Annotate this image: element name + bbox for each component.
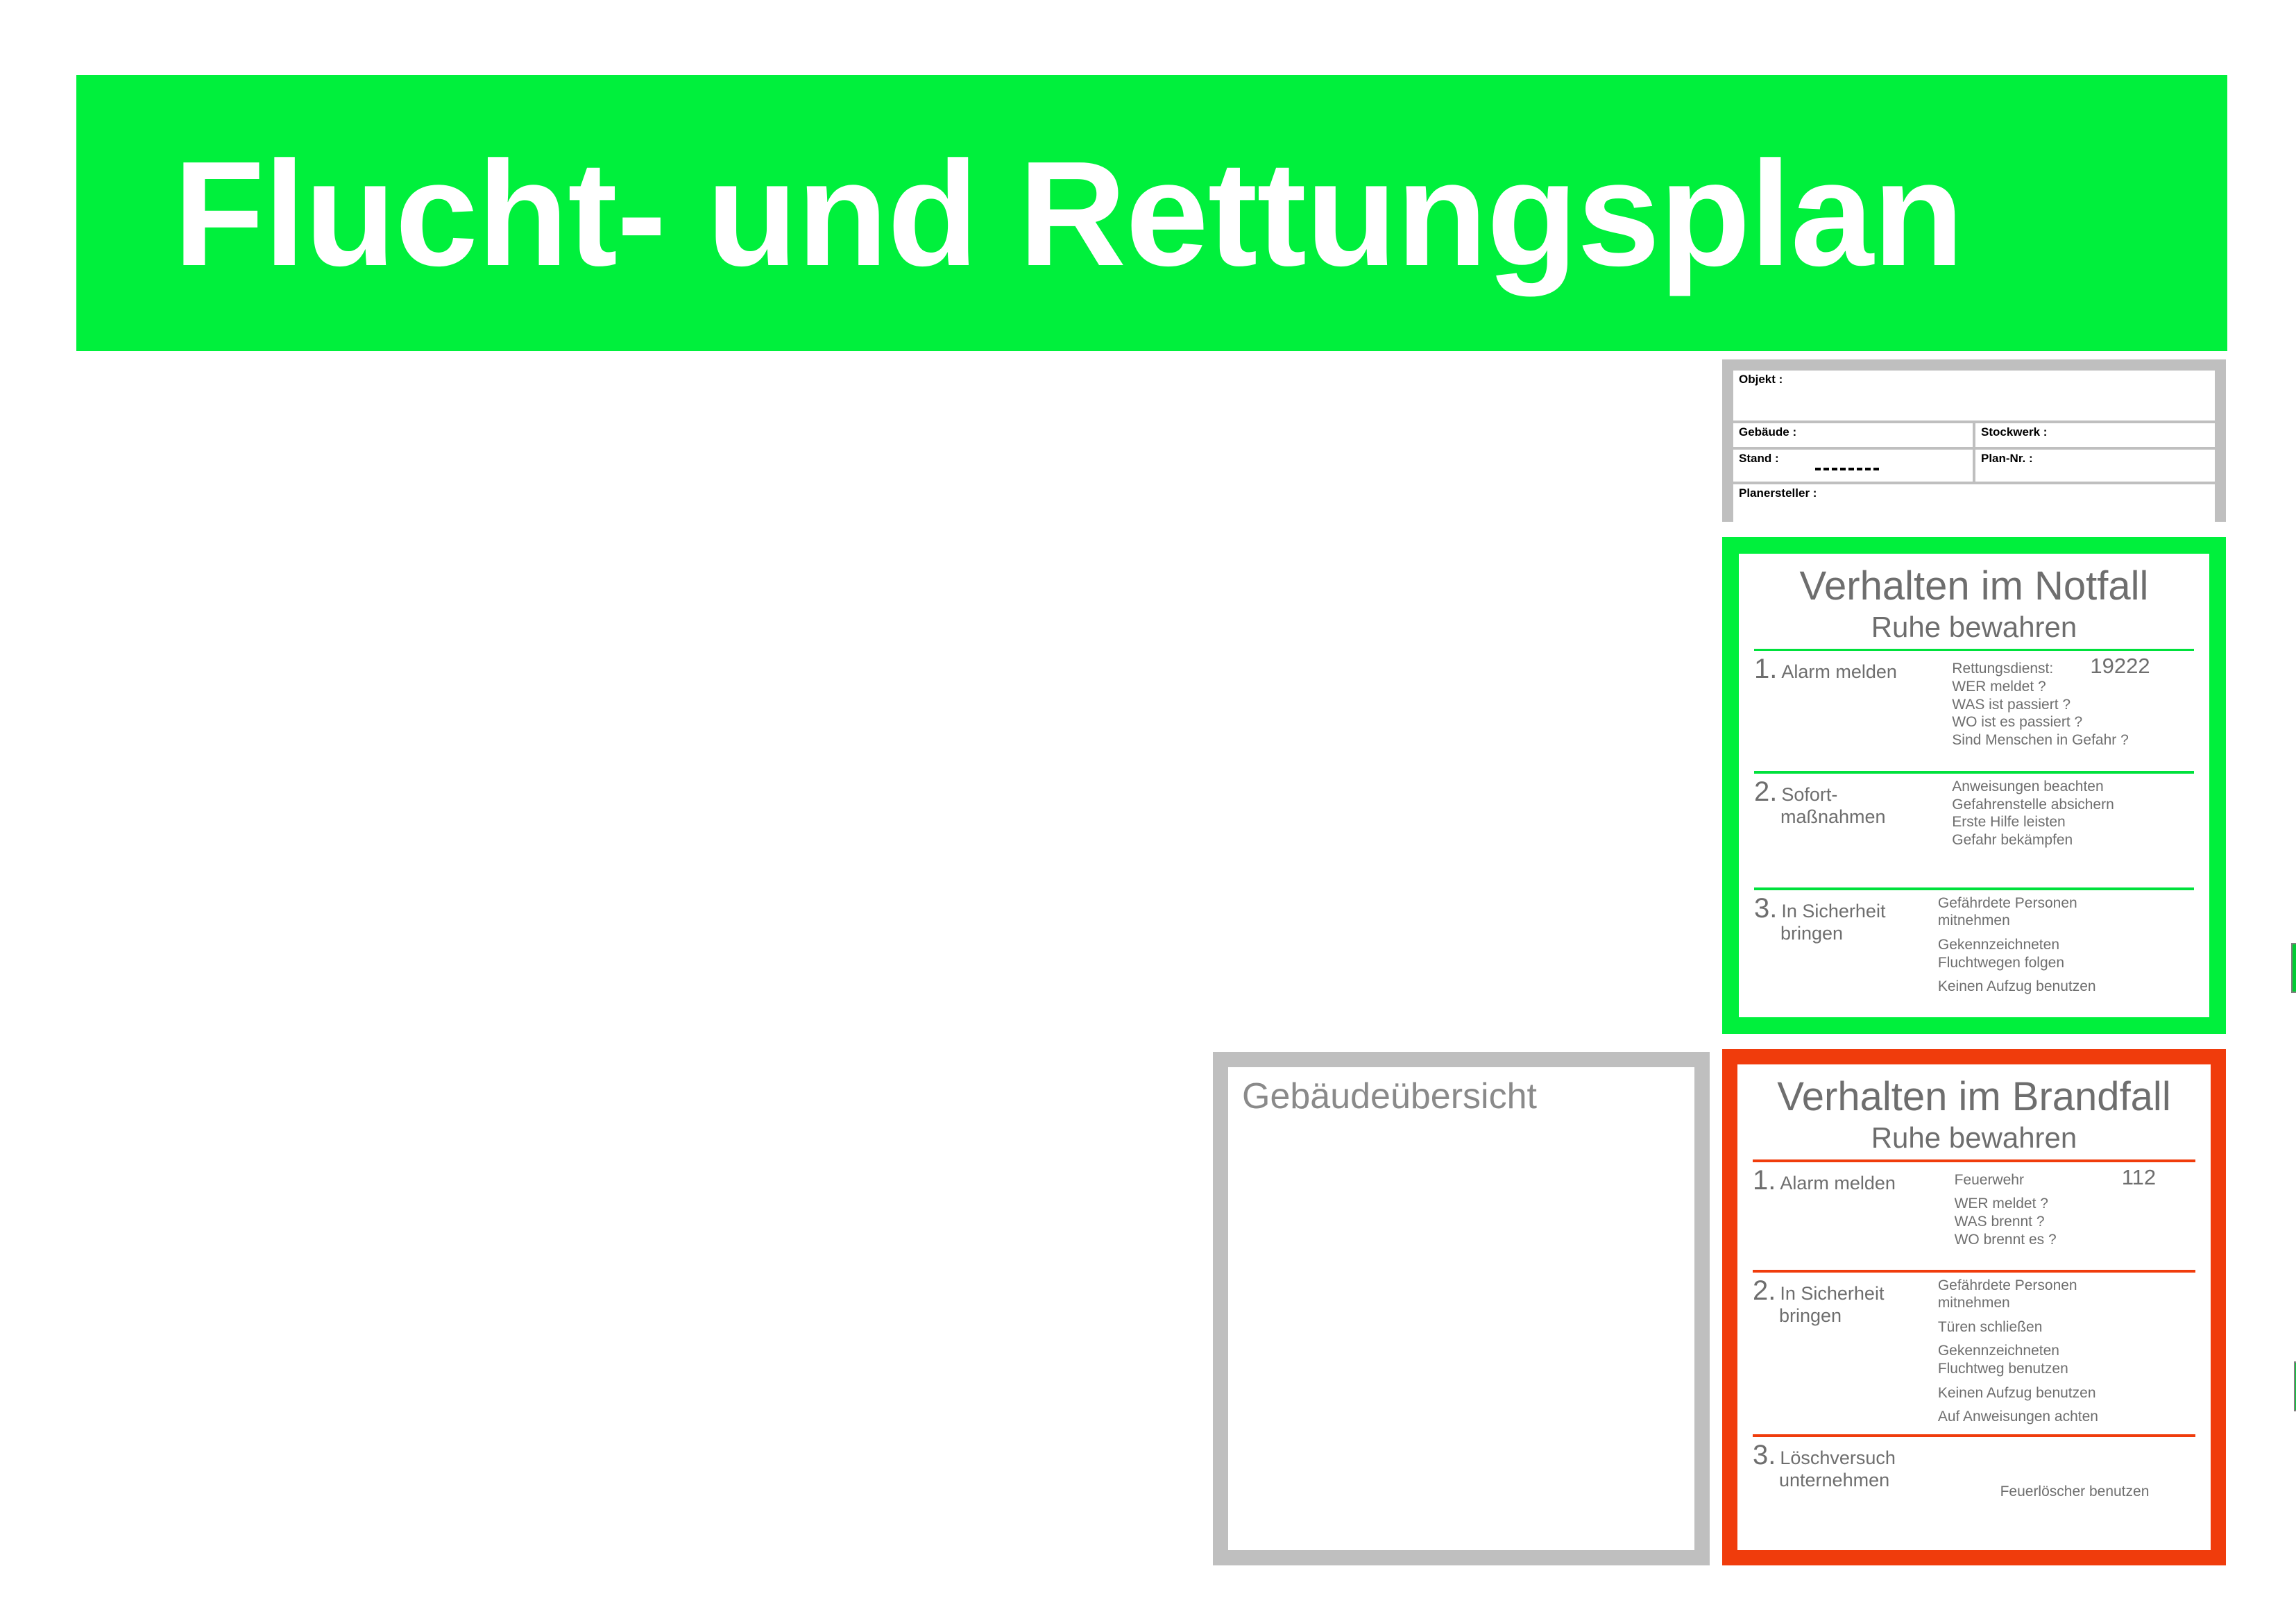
brandfall-step-1-hotline-label: Feuerwehr [1954,1171,2024,1188]
field-plan-nr[interactable]: Plan-Nr. : [1975,450,2215,482]
gebaeudeuebersicht-title: Gebäudeübersicht [1242,1076,1537,1116]
page-title-banner: Flucht- und Rettungsplan [76,75,2227,351]
notfall-step-1: 1.Alarm melden Rettungsdienst: 19222 WER… [1754,651,2194,771]
brandfall-step-1-hotline-number: 112 [2121,1164,2157,1189]
brandfall-step-1-detail-3: WO brennt es ? [1954,1231,2057,1248]
notfall-step-2: 2.Sofort- maßnahmen Anweisungen beachten… [1754,774,2194,887]
brandfall-step-1-detail-1: WER meldet ? [1954,1196,2048,1212]
field-plan-nr-label: Plan-Nr. : [1981,452,2033,465]
brandfall-step-2-detail-3: Türen schließen [1937,1318,2043,1335]
field-stand-label: Stand : [1739,452,1779,465]
notfall-step-3-detail-1: Gefährdete Personen [1937,894,2077,911]
plan-metadata-box: Objekt : Gebäude : Stockwerk : Stand : P… [1722,359,2226,530]
brandfall-step-1-number: 1. [1753,1164,1776,1196]
field-stockwerk[interactable]: Stockwerk : [1975,423,2215,447]
info-row-planersteller: Planersteller : [1733,484,2215,530]
brandfall-divider-3 [1753,1434,2195,1437]
notfall-step-2-detail-3: Erste Hilfe leisten [1952,814,2066,831]
notfall-step-1-hotline-label: Rettungsdienst: [1952,661,2054,677]
notfall-step-3-detail-2: mitnehmen [1937,912,2010,929]
notfall-step-3: 3.In Sicherheit bringen Gefährdete Perso… [1754,890,2296,1010]
brandfall-step-1-detail-2: WAS brennt ? [1954,1213,2045,1230]
notfall-step-3-number: 3. [1754,892,1778,924]
panel-verhalten-im-brandfall: Verhalten im Brandfall Ruhe bewahren 1.A… [1722,1049,2296,1565]
page-title: Flucht- und Rettungsplan [173,129,1964,297]
info-row-stand-plannr: Stand : Plan-Nr. : [1733,450,2215,482]
brandfall-step-3: 3.Löschversuch unternehmen Feuerlöscher … [1753,1437,2195,1543]
field-stand[interactable]: Stand : [1733,450,1973,482]
brandfall-step-2-detail-6: Keinen Aufzug benutzen [1937,1384,2096,1401]
notfall-step-1-hotline-number: 19222 [2090,654,2150,679]
brandfall-step-2-detail-2: mitnehmen [1937,1295,2010,1311]
notfall-subtitle: Ruhe bewahren [1871,610,2077,643]
notfall-step-2-detail-4: Gefahr bekämpfen [1952,831,2073,848]
brandfall-step-2-detail-7: Auf Anweisungen achten [1937,1409,2098,1425]
notfall-step-3-detail-3: Gekennzeichneten [1937,937,2060,953]
field-objekt[interactable]: Objekt : [1733,371,2215,420]
notfall-step-1-label: Alarm melden [1781,661,1897,683]
brandfall-step-3-detail-1: Feuerlöscher benutzen [2000,1483,2150,1499]
brandfall-step-2-label: In Sicherheit [1780,1282,1885,1304]
brandfall-step-3-label: Löschversuch [1780,1447,1896,1468]
brandfall-step-2-detail-1: Gefährdete Personen [1937,1277,2077,1293]
brandfall-title: Verhalten im Brandfall [1777,1074,2171,1119]
field-planersteller-label: Planersteller : [1739,486,1817,500]
panel-verhalten-im-notfall: Verhalten im Notfall Ruhe bewahren 1.Ala… [1722,537,2296,1034]
brandfall-step-2-detail-5: Fluchtweg benutzen [1937,1361,2068,1377]
notfall-step-2-detail-2: Gefahrenstelle absichern [1952,796,2114,813]
gebaeudeuebersicht-box: Gebäudeübersicht [1213,1052,1710,1565]
gebaeudeuebersicht-inner[interactable]: Gebäudeübersicht [1228,1067,1694,1550]
notfall-step-1-detail-1: WER meldet ? [1952,678,2046,695]
field-planersteller[interactable]: Planersteller : [1733,484,2215,530]
brandfall-step-2-label-line2: bringen [1779,1305,1842,1326]
notfall-step-1-detail-2: WAS ist passiert ? [1952,696,2071,713]
brandfall-step-2-number: 2. [1753,1275,1776,1306]
field-gebaeude-label: Gebäude : [1739,425,1797,439]
info-row-objekt: Objekt : [1733,371,2215,420]
notfall-step-3-label: In Sicherheit [1781,900,1886,921]
notfall-step-1-detail-3: WO ist es passiert ? [1952,714,2083,731]
notfall-step-3-label-line2: bringen [1780,922,1844,944]
brandfall-step-1: 1.Alarm melden Feuerwehr 112 WER meldet … [1753,1162,2195,1270]
emergency-exit-icon [2293,1361,2296,1411]
brandfall-subtitle: Ruhe bewahren [1871,1121,2077,1154]
emergency-exit-icon [2290,942,2296,993]
notfall-divider-3 [1754,887,2194,890]
brandfall-divider-2 [1753,1269,2195,1273]
info-row-gebaeude-stockwerk: Gebäude : Stockwerk : [1733,423,2215,447]
notfall-title: Verhalten im Notfall [1799,563,2149,609]
brandfall-step-3-label-line2: unternehmen [1779,1469,1890,1490]
notfall-step-2-detail-1: Anweisungen beachten [1952,778,2104,794]
brandfall-divider-1 [1753,1159,2195,1162]
notfall-step-3-detail-5: Keinen Aufzug benutzen [1937,978,2096,995]
notfall-step-2-number: 2. [1754,776,1778,807]
notfall-divider-1 [1754,648,2194,652]
brandfall-step-1-label: Alarm melden [1780,1172,1896,1193]
notfall-step-2-label: Sofort- [1781,783,1838,805]
field-stockwerk-label: Stockwerk : [1981,425,2048,439]
notfall-step-2-label-line2: maßnahmen [1780,806,1886,827]
brandfall-step-3-number: 3. [1753,1439,1776,1470]
brandfall-step-2-detail-4: Gekennzeichneten [1937,1343,2059,1359]
brandfall-step-2: 2.In Sicherheit bringen Gefährdete Perso… [1753,1273,2296,1434]
notfall-divider-2 [1754,771,2194,774]
field-objekt-label: Objekt : [1739,373,1783,386]
stand-placeholder-dashes [1815,468,1879,470]
notfall-step-1-number: 1. [1754,654,1778,685]
notfall-step-1-detail-4: Sind Menschen in Gefahr ? [1952,731,2129,748]
notfall-step-3-detail-4: Fluchtwegen folgen [1937,954,2064,971]
field-gebaeude[interactable]: Gebäude : [1733,423,1973,447]
